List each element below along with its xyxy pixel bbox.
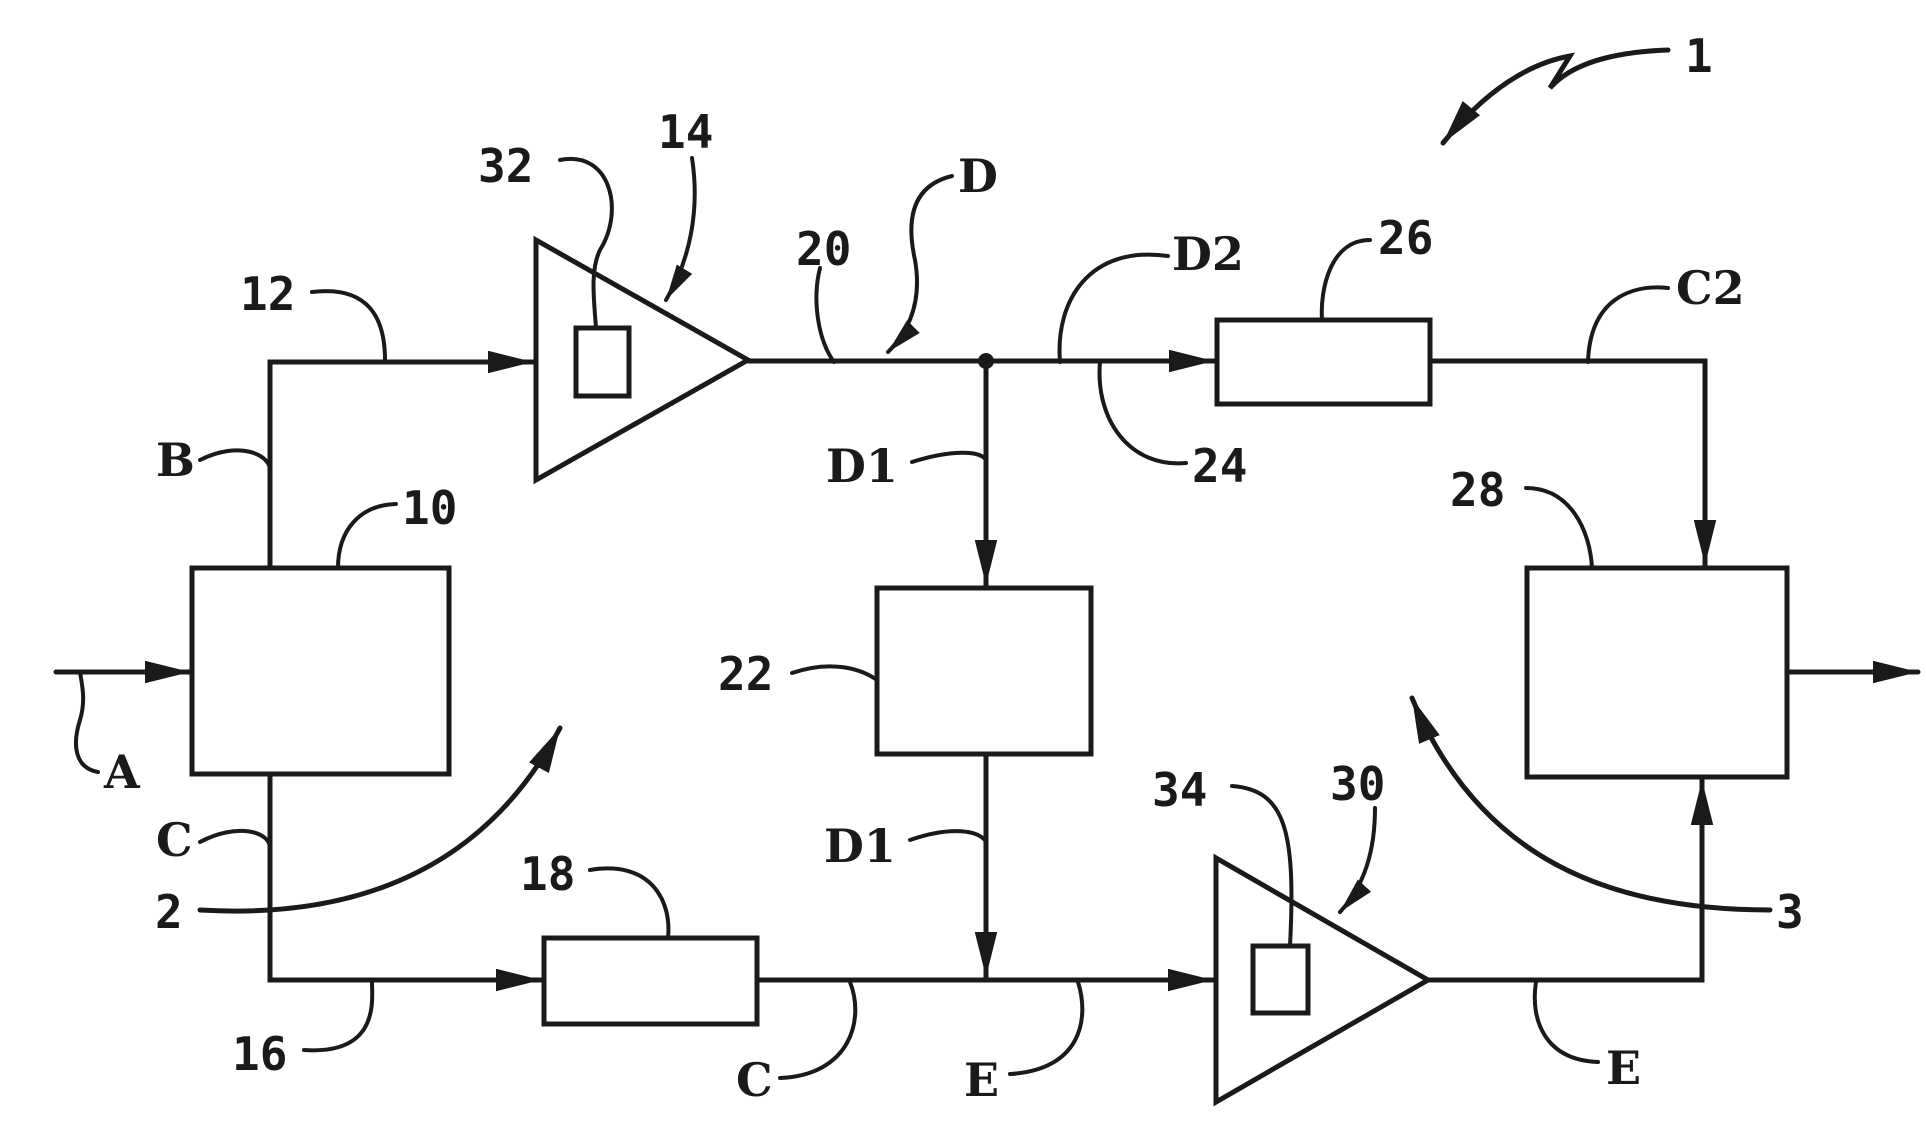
leader-32	[560, 159, 612, 328]
leader-26	[1322, 240, 1370, 320]
label-d1-lower: D1	[824, 819, 896, 873]
box-26	[1217, 320, 1430, 404]
line-b-to-amplifier-14	[270, 362, 533, 568]
combiner-box-28	[1527, 568, 1787, 777]
label-26: 26	[1378, 211, 1433, 265]
loop-arrow-2	[200, 728, 560, 911]
label-3: 3	[1776, 885, 1804, 939]
label-22: 22	[718, 647, 773, 701]
line-e-to-combiner-28	[1428, 780, 1702, 980]
label-b: B	[156, 433, 195, 487]
label-d: D	[958, 149, 998, 203]
label-12: 12	[240, 267, 295, 321]
leader-d1-upper	[912, 453, 986, 462]
leader-12	[312, 291, 385, 360]
label-10: 10	[402, 481, 457, 535]
label-2: 2	[155, 885, 183, 939]
leader-20	[816, 268, 834, 362]
label-d2: D2	[1172, 227, 1244, 281]
leader-16	[304, 982, 372, 1050]
leader-14	[666, 158, 695, 300]
loop-arrow-3	[1412, 698, 1770, 910]
leader-d1-lower	[910, 831, 986, 842]
leader-c-upper	[200, 831, 270, 848]
leader-18	[590, 868, 668, 938]
label-18: 18	[520, 847, 575, 901]
label-20: 20	[796, 222, 851, 276]
leader-c2	[1588, 287, 1668, 362]
label-34: 34	[1152, 763, 1207, 817]
label-c2: C2	[1676, 261, 1745, 315]
label-24: 24	[1192, 439, 1247, 493]
leader-28	[1526, 488, 1592, 568]
leader-e-mid	[1010, 982, 1082, 1074]
label-28: 28	[1450, 463, 1505, 517]
label-16: 16	[232, 1027, 287, 1081]
leader-22	[792, 666, 877, 680]
amplifier-30-inner-element-34	[1253, 946, 1308, 1013]
label-c-upper: C	[156, 813, 193, 867]
label-e-mid: E	[964, 1053, 999, 1107]
leader-a	[76, 672, 98, 772]
leader-d	[888, 176, 952, 352]
box-18	[544, 938, 757, 1024]
leader-c-lower	[780, 982, 855, 1078]
amplifier-30	[1216, 858, 1428, 1102]
figure-pointer-arrow-1	[1443, 50, 1668, 143]
label-14: 14	[658, 105, 713, 159]
leader-d2	[1060, 255, 1168, 362]
label-30: 30	[1330, 757, 1385, 811]
amplifier-14	[536, 240, 748, 480]
label-a: A	[103, 745, 141, 799]
label-e-right: E	[1606, 1041, 1641, 1095]
leader-30	[1340, 808, 1375, 912]
amplifier-14-inner-element-32	[576, 328, 629, 396]
leader-10	[338, 504, 396, 568]
label-d1-upper: D1	[826, 439, 898, 493]
label-32: 32	[478, 139, 533, 193]
label-1: 1	[1685, 29, 1713, 83]
label-c-lower: C	[736, 1053, 773, 1107]
leader-e-right	[1535, 982, 1598, 1062]
box-22	[877, 588, 1091, 754]
splitter-box-10	[192, 568, 449, 774]
leader-34	[1232, 786, 1291, 946]
leader-24	[1100, 362, 1186, 463]
leader-b	[200, 450, 270, 470]
